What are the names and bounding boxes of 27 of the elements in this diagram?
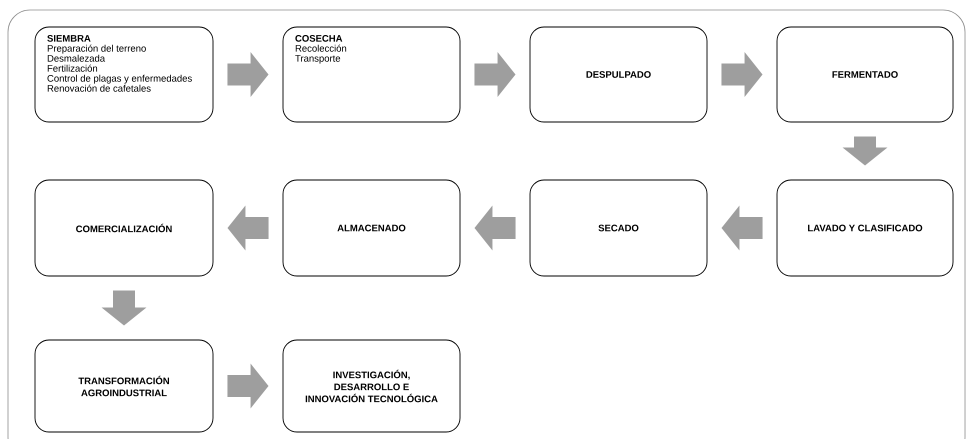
stage-step: Recolección: [296, 44, 346, 52]
process-box: [34, 26, 214, 122]
process-box: [34, 180, 214, 276]
stage-step: Preparación del terreno: [48, 44, 146, 54]
stage-heading: COSECHA: [295, 35, 342, 42]
process-box: [282, 340, 460, 432]
stage-label: FERMENTADO: [832, 71, 898, 78]
stage-step: Fertilización: [48, 64, 98, 72]
stage-label: DESPULPADO: [586, 71, 651, 78]
stage-step: Transporte: [295, 55, 340, 64]
stage-label: ALMACENADO: [337, 224, 406, 232]
process-box: [776, 26, 954, 122]
stage-heading: SIEMBRA: [47, 35, 91, 42]
process-box: [530, 26, 708, 122]
process-box: [530, 180, 708, 276]
stage-label: SECADO: [598, 224, 638, 232]
stage-label: INVESTIGACIÓN, DESARROLLO E INNOVACIÓN TECNOLÓGICA: [306, 370, 438, 402]
stage-step: Control de plagas y enfermedades: [48, 74, 192, 84]
stage-step: Renovación de cafetales: [48, 84, 151, 92]
process-box: [34, 340, 214, 432]
stage-label: COMERCIALIZACIÓN: [76, 224, 172, 232]
process-box: [282, 180, 460, 276]
stage-label: LAVADO Y CLASIFICADO: [808, 224, 922, 232]
process-box: [776, 180, 954, 276]
stage-label: TRANSFORMACIÓN AGROINDUSTRIAL: [78, 376, 170, 396]
stage-step: Desmalezada: [48, 54, 106, 62]
process-box: [282, 26, 460, 122]
